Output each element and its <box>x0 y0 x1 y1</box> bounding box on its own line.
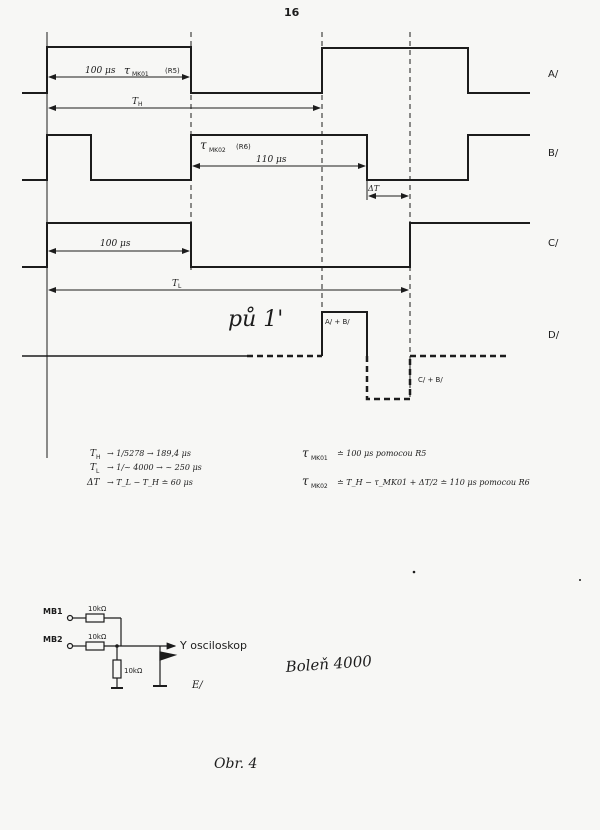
page-number: 16 <box>284 6 300 19</box>
waveform-d <box>22 311 510 401</box>
equations-right: τ MK01 ≐ 100 μs pomocou R5 τ MK02 ≐ T_H … <box>302 446 530 490</box>
resistor-r2-value: 10kΩ <box>88 633 107 641</box>
eq-left-3-sym: ΔT <box>86 478 100 488</box>
tau-mk02-symbol: τ <box>200 138 207 152</box>
label-waveform-d: D/ <box>548 330 560 341</box>
circuit-input-1: MB1 <box>43 607 63 616</box>
resistor-r1 <box>85 613 105 623</box>
th-sub: H <box>138 101 143 108</box>
eq-right-1-sub: MK01 <box>311 455 328 462</box>
a-pulse-width: 100 μs <box>85 66 116 76</box>
resistor-r1-value: 10kΩ <box>88 605 107 613</box>
circuit-output-label: Y osciloskop <box>179 639 247 652</box>
tl-sub: L <box>178 283 182 290</box>
d-positive-label: A/ + B/ <box>325 318 350 326</box>
probe-flag-icon <box>159 651 178 661</box>
th-symbol: T <box>132 97 139 107</box>
equations-left: T H → 1/5278 → 189,4 μs T L → 1/~ 4000 →… <box>86 449 202 488</box>
input-terminal-mb2 <box>66 642 74 650</box>
resistor-r3-value: 10kΩ <box>124 667 143 675</box>
tau-mk02-ref: (R6) <box>236 143 251 151</box>
b-pulse-width: 110 μs <box>256 155 287 165</box>
input-terminal-mb1 <box>66 614 74 622</box>
tau-mk01-sub: MK01 <box>132 71 149 78</box>
speck <box>579 579 581 581</box>
eq-left-1-sym: T <box>90 449 97 459</box>
eq-left-2-sym: T <box>90 463 97 473</box>
resistor-r3 <box>112 659 122 679</box>
junction-dot <box>115 644 119 648</box>
waveform-c <box>22 222 530 268</box>
label-waveform-a: A/ <box>548 69 559 80</box>
tau-mk01-symbol: τ <box>124 64 131 77</box>
circuit-e <box>66 613 178 689</box>
eq-left-1-expr: → 1/5278 → 189,4 μs <box>107 449 191 458</box>
c-pulse-width: 100 μs <box>100 239 131 249</box>
eq-right-2-sym: τ <box>302 474 309 488</box>
eq-left-2-sub: L <box>96 468 100 475</box>
resistor-r2 <box>85 641 105 651</box>
eq-left-3-expr: → T_L − T_H ≐ 60 μs <box>107 478 193 487</box>
delta-t: ΔT <box>367 184 380 193</box>
waveform-a <box>22 46 530 94</box>
speck <box>412 570 416 574</box>
waveform-b <box>22 134 530 181</box>
tau-mk01-ref: (R5) <box>165 67 180 75</box>
tl-symbol: T <box>172 279 179 289</box>
eq-right-2-expr: ≐ T_H − τ_MK01 + ΔT/2 ≐ 110 μs pomocou R… <box>337 478 530 487</box>
d-negative-label: C/ + B/ <box>418 376 443 384</box>
tau-mk02-sub: MK02 <box>209 147 226 154</box>
eq-right-2-sub: MK02 <box>311 483 328 490</box>
eq-left-1-sub: H <box>96 454 101 461</box>
label-waveform-b: B/ <box>548 148 559 159</box>
circuit-input-2: MB2 <box>43 635 63 644</box>
circuit-label-e: E/ <box>191 680 204 691</box>
label-waveform-c: C/ <box>548 238 559 249</box>
handwritten-note: pů 1' <box>228 305 283 332</box>
eq-left-2-expr: → 1/~ 4000 → ~ 250 μs <box>107 463 202 472</box>
figure-caption: Obr. 4 <box>214 756 257 772</box>
signature: Boleň 4000 <box>284 652 373 676</box>
eq-right-1-expr: ≐ 100 μs pomocou R5 <box>337 449 426 458</box>
eq-right-1-sym: τ <box>302 446 309 460</box>
